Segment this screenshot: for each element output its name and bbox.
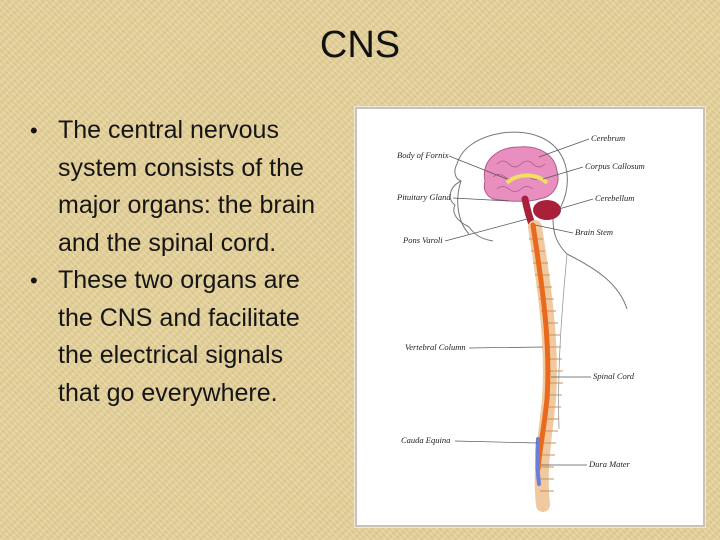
leader-line [558,198,594,210]
face-outline [449,180,494,242]
label-pituitary-gland: Pituitary Gland [396,192,451,202]
nervous-system-diagram: Body of Fornix Pituitary Gland Pons Varo… [355,107,705,527]
leader-line [448,155,508,180]
label-cauda-equina: Cauda Equina [401,435,450,445]
label-spinal-cord: Spinal Cord [593,371,635,381]
leader-line [538,138,590,158]
label-dura-mater: Dura Mater [588,459,631,469]
head-silhouette [454,131,628,310]
corpus-callosum [505,173,549,185]
bullet-text: These two organs are the CNS and facilit… [58,266,300,407]
leader-line [534,224,574,234]
label-cerebellum: Cerebellum [595,193,634,203]
dura-mater [535,437,541,486]
label-cerebrum: Cerebrum [591,133,625,143]
bullet-list: • The central nervous system consists of… [30,112,330,412]
diagram-illustration: Body of Fornix Pituitary Gland Pons Varo… [396,131,645,512]
label-vertebral-column: Vertebral Column [405,342,466,352]
bullet-item: • These two organs are the CNS and facil… [30,262,330,412]
label-pons-varoli: Pons Varoli [402,235,443,245]
label-brain-stem: Brain Stem [575,227,613,237]
bullet-item: • The central nervous system consists of… [30,112,330,262]
leader-line [452,197,510,202]
leader-line [454,440,538,444]
slide-title: CNS [319,24,401,66]
label-body-of-fornix: Body of Fornix [397,150,449,160]
bullet-icon: • [30,268,38,293]
label-corpus-callosum: Corpus Callosum [585,161,645,171]
bullet-text: The central nervous system consists of t… [58,116,316,257]
bullet-icon: • [30,118,38,143]
spinal-cord [530,222,551,472]
cerebellum [533,200,561,220]
leader-line [542,166,584,180]
back-outline [558,253,568,430]
leader-line [444,218,528,242]
leader-line [468,346,544,349]
